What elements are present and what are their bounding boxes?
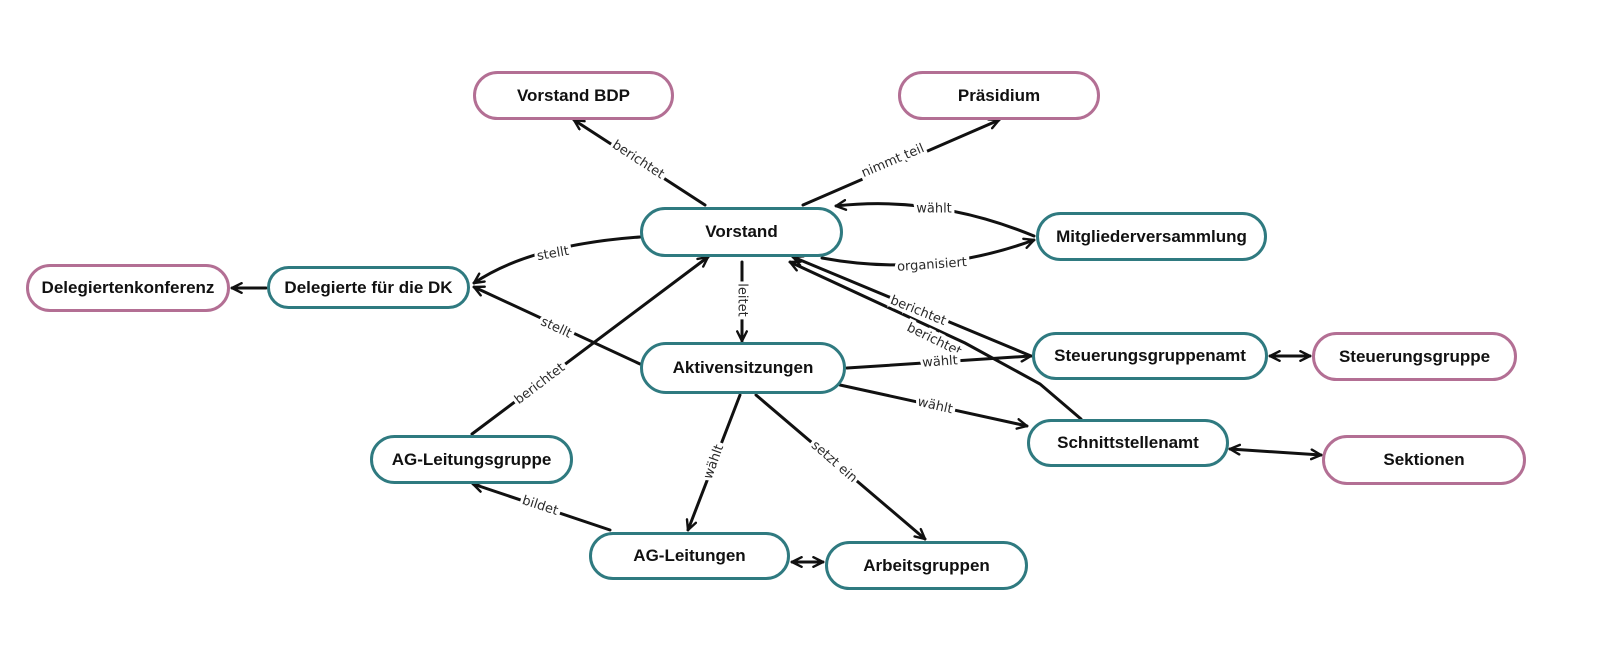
edge-ag-leitungsgruppe-vorstand bbox=[470, 255, 710, 436]
node-vorstand[interactable]: Vorstand bbox=[640, 207, 843, 257]
label-waehlt-steuerung: wählt bbox=[922, 353, 959, 370]
edge-mv-vorstand bbox=[834, 198, 1036, 238]
node-ag-leitungsgruppe[interactable]: AG-Leitungsgruppe bbox=[370, 435, 573, 484]
edge-aktivensitzungen-delegierte bbox=[472, 285, 642, 366]
label-setzt-ein: setzt ein bbox=[808, 438, 860, 486]
label-bildet: bildet bbox=[520, 493, 560, 519]
label-mv-waehlt: wählt bbox=[916, 202, 952, 217]
edge-schnittstellenamt-vorstand bbox=[788, 260, 1083, 421]
label-leitet: leitet bbox=[735, 283, 750, 316]
label-aktive-stellt: stellt bbox=[538, 314, 574, 341]
edge-vorstand-delegierte bbox=[472, 235, 642, 285]
label-nimmt-teil: nimmt teil bbox=[859, 141, 926, 181]
label-waehlt-schnittstelle: wählt bbox=[916, 395, 954, 418]
node-sektionen[interactable]: Sektionen bbox=[1322, 435, 1526, 485]
edge-aktivensitzungen-schnittstellenamt bbox=[838, 383, 1029, 430]
edge-aktivensitzungen-arbeitsgruppen bbox=[754, 393, 927, 541]
node-delegierte-dk[interactable]: Delegierte für die DK bbox=[267, 266, 470, 309]
label-vorstand-berichtet: berichtet bbox=[609, 138, 666, 183]
node-schnittstellenamt[interactable]: Schnittstellenamt bbox=[1027, 419, 1229, 467]
edge-aktivensitzungen-ag-leitungen bbox=[685, 393, 742, 532]
node-steuerungsgruppe[interactable]: Steuerungsgruppe bbox=[1312, 332, 1517, 381]
edge-aktivensitzungen-steuerungsgruppenamt bbox=[845, 350, 1033, 370]
node-mitgliederversammlung[interactable]: Mitgliederversammlung bbox=[1036, 212, 1267, 261]
node-ag-leitungen[interactable]: AG-Leitungen bbox=[589, 532, 790, 580]
node-arbeitsgruppen[interactable]: Arbeitsgruppen bbox=[825, 541, 1028, 590]
label-ag-gruppe-berichtet: berichtet bbox=[512, 360, 568, 407]
edge-vorstand-mv bbox=[820, 237, 1036, 267]
node-steuerungsgruppenamt[interactable]: Steuerungsgruppenamt bbox=[1032, 332, 1268, 380]
node-vorstand-bdp[interactable]: Vorstand BDP bbox=[473, 71, 674, 120]
node-praesidium[interactable]: Präsidium bbox=[898, 71, 1100, 120]
edge-schnittstellenamt-sektionen bbox=[1228, 443, 1323, 461]
edge-ag-leitungen-ag-leitungsgruppe bbox=[471, 481, 612, 532]
label-organisiert: organisiert bbox=[897, 255, 968, 275]
label-vorstand-stellt: stellt bbox=[536, 244, 570, 264]
node-delegiertenkonferenz[interactable]: Delegiertenkonferenz bbox=[26, 264, 230, 312]
label-waehlt-ag-leitungen: wählt bbox=[701, 443, 727, 482]
edge-steuerungsgruppenamt-vorstand bbox=[791, 255, 1033, 358]
node-aktivensitzungen[interactable]: Aktivensitzungen bbox=[640, 342, 846, 394]
edge-vorstand-vorstand-bdp bbox=[572, 118, 707, 207]
edge-vorstand-praesidium bbox=[801, 118, 1001, 207]
